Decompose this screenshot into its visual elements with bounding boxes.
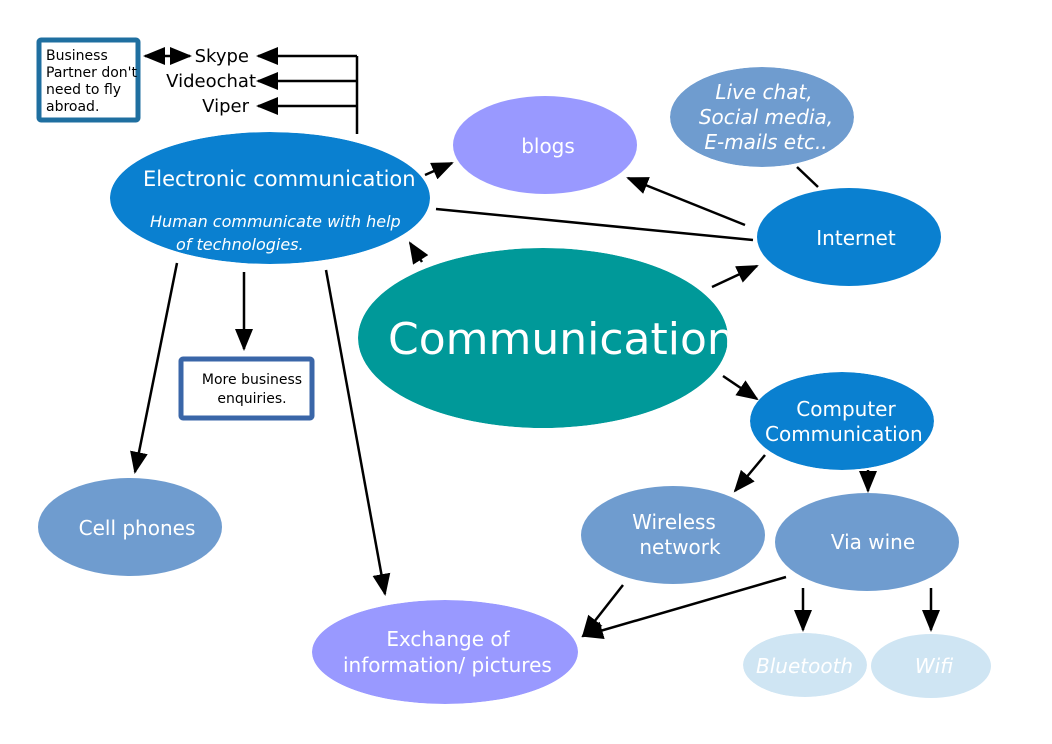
node-bluetooth: Bluetooth <box>743 633 867 697</box>
more-business-line-1: More business <box>202 372 302 388</box>
node-wifi: Wifi <box>871 634 991 698</box>
arrow-viawine-to-exchange <box>581 575 787 640</box>
arrow-internet-to-blogs <box>626 176 746 227</box>
node-communication: Communication <box>358 248 735 428</box>
bluetooth-label: Bluetooth <box>756 654 853 678</box>
live-chat-line-2: Social media, <box>699 105 833 129</box>
business-partner-box: Business Partner don't need to fly abroa… <box>36 37 141 123</box>
arrow-communication-to-computer <box>722 374 759 401</box>
arrow-communication-to-electronic <box>408 241 429 265</box>
arrow-wireless-to-exchange <box>581 584 624 638</box>
arrow-communication-to-internet <box>711 264 759 289</box>
viper-label: Viper <box>202 96 249 117</box>
wireless-line-2: network <box>639 535 721 559</box>
electronic-sub-1: Human communicate with help <box>150 212 401 231</box>
blogs-label: blogs <box>521 134 575 158</box>
business-line-4: abroad. <box>46 99 99 115</box>
live-chat-line-1: Live chat, <box>715 80 812 104</box>
business-line-3: need to fly <box>46 82 121 98</box>
cell-phones-label: Cell phones <box>79 516 196 540</box>
wifi-label: Wifi <box>915 654 953 678</box>
more-business-box: More business enquiries. <box>178 356 315 421</box>
line-internet-electronic <box>435 207 754 242</box>
business-line-1: Business <box>46 48 108 64</box>
node-wireless-network: Wireless network <box>581 486 765 584</box>
business-line-2: Partner don't <box>46 65 138 81</box>
electronic-sub-2: of technologies. <box>176 235 304 254</box>
node-via-wine: Via wine <box>775 493 959 591</box>
node-electronic-communication: Electronic communication Human communica… <box>110 132 430 264</box>
more-business-line-2: enquiries. <box>217 391 286 407</box>
skype-label: Skype <box>195 46 249 67</box>
node-computer-communication: Computer Communication <box>750 372 934 470</box>
communication-label: Communication <box>388 314 735 365</box>
node-blogs: blogs <box>453 96 637 194</box>
arrow-computer-to-wireless <box>733 454 766 493</box>
videochat-label: Videochat <box>166 71 256 92</box>
wireless-line-1: Wireless <box>632 510 716 534</box>
live-chat-line-3: E-mails etc.. <box>704 130 827 154</box>
exchange-line-1: Exchange of <box>386 627 510 651</box>
node-internet: Internet <box>757 188 941 286</box>
connectors <box>130 47 940 640</box>
node-cell-phones: Cell phones <box>38 478 222 576</box>
internet-label: Internet <box>816 226 896 250</box>
node-exchange: Exchange of information/ pictures <box>312 600 578 704</box>
computer-line-2: Communication <box>765 422 923 446</box>
arrow-electronic-to-cellphones <box>130 262 179 474</box>
arrow-electronic-to-exchange <box>324 269 391 596</box>
electronic-title: Electronic communication <box>143 167 416 191</box>
via-wine-label: Via wine <box>831 530 915 554</box>
computer-line-1: Computer <box>796 397 896 421</box>
line-livechat-internet <box>796 166 819 188</box>
node-live-chat: Live chat, Social media, E-mails etc.. <box>670 67 854 167</box>
exchange-line-2: information/ pictures <box>343 653 552 677</box>
arrow-electronic-to-blogs <box>424 161 454 180</box>
